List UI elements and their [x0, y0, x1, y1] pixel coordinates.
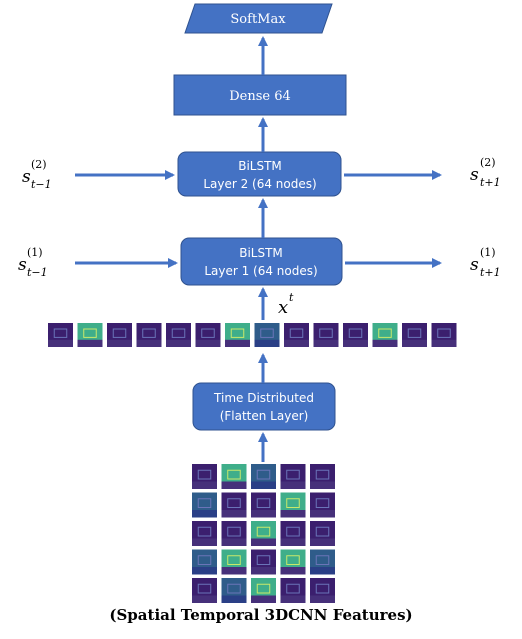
dense-node: Dense 64 — [173, 74, 347, 116]
feature-grid-tile — [192, 578, 217, 603]
feature-grid-tile — [251, 492, 276, 518]
state-right-1: s (1) t+1 — [470, 246, 501, 279]
feature-grid-tile — [221, 492, 247, 518]
state-left-1-sub: t−1 — [27, 266, 48, 279]
bilstm2-subtitle: Layer 2 (64 nodes) — [203, 177, 316, 191]
state-right-2-sub: t+1 — [480, 176, 501, 189]
feature-strip-tile — [77, 323, 103, 347]
feature-strip-tile — [343, 323, 368, 347]
feature-grid — [192, 464, 335, 603]
feature-grid-tile — [310, 549, 335, 575]
state-left-2-base: s — [22, 167, 31, 187]
feature-strip-tile — [107, 323, 132, 347]
feature-grid-tile — [221, 549, 247, 575]
input-xt-sup: t — [289, 291, 294, 304]
bilstm1-title: BiLSTM — [239, 246, 283, 260]
state-right-2-base: s — [470, 165, 479, 185]
bilstm-layer2-node: BiLSTM Layer 2 (64 nodes) — [177, 151, 342, 197]
feature-strip-tile — [431, 323, 457, 347]
softmax-label: SoftMax — [230, 12, 286, 27]
state-right-2: s (2) t+1 — [470, 156, 501, 189]
state-right-2-sup: (2) — [480, 156, 496, 169]
state-left-1-base: s — [18, 255, 27, 275]
feature-grid-tile — [310, 578, 335, 603]
state-left-1: s (1) t−1 — [18, 246, 48, 279]
feature-grid-tile — [192, 549, 217, 575]
state-left-1-sup: (1) — [27, 246, 43, 259]
feature-strip-tile — [166, 323, 191, 347]
feature-grid-tile — [221, 521, 247, 546]
feature-grid-tile — [192, 464, 217, 489]
feature-grid-tile — [280, 521, 306, 546]
feature-strip-tile — [48, 323, 73, 347]
feature-grid-tile — [251, 464, 276, 489]
feature-grid-tile — [310, 521, 335, 546]
feature-grid-tile — [280, 464, 306, 489]
feature-grid-tile — [280, 549, 306, 575]
time-distributed-title: Time Distributed — [213, 391, 314, 405]
softmax-node: SoftMax — [184, 3, 333, 34]
feature-grid-tile — [251, 521, 276, 546]
feature-strip-tile — [254, 323, 280, 347]
state-left-2-sub: t−1 — [31, 178, 52, 191]
feature-grid-tile — [280, 578, 306, 603]
state-right-1-base: s — [470, 255, 479, 275]
feature-grid-tile — [251, 578, 276, 603]
time-distributed-subtitle: (Flatten Layer) — [220, 409, 309, 423]
dense-label: Dense 64 — [229, 89, 291, 104]
feature-grid-tile — [192, 521, 217, 546]
figure-caption: (Spatial Temporal 3DCNN Features) — [109, 606, 413, 624]
feature-grid-tile — [280, 492, 306, 518]
feature-strip-tile — [372, 323, 398, 347]
time-distributed-node: Time Distributed (Flatten Layer) — [192, 382, 336, 431]
feature-strip-tile — [225, 323, 250, 347]
state-left-2: s (2) t−1 — [22, 158, 52, 191]
feature-grid-tile — [310, 464, 335, 489]
state-right-1-sup: (1) — [480, 246, 496, 259]
feature-grid-tile — [192, 492, 217, 518]
bilstm-layer1-node: BiLSTM Layer 1 (64 nodes) — [180, 237, 343, 286]
input-xt-base: x — [278, 297, 288, 318]
feature-grid-tile — [221, 578, 247, 603]
state-right-1-sub: t+1 — [480, 266, 501, 279]
bilstm1-subtitle: Layer 1 (64 nodes) — [204, 264, 317, 278]
feature-strip-tile — [313, 323, 339, 347]
feature-grid-tile — [310, 492, 335, 518]
feature-strip-tile — [195, 323, 221, 347]
feature-strip-tile — [402, 323, 427, 347]
state-left-2-sup: (2) — [31, 158, 47, 171]
feature-grid-tile — [251, 549, 276, 575]
bilstm2-title: BiLSTM — [238, 159, 282, 173]
feature-strip-tile — [136, 323, 162, 347]
feature-strip-tile — [284, 323, 309, 347]
feature-grid-tile — [221, 464, 247, 489]
input-xt-label: x t — [278, 291, 294, 318]
feature-strip — [48, 323, 457, 347]
